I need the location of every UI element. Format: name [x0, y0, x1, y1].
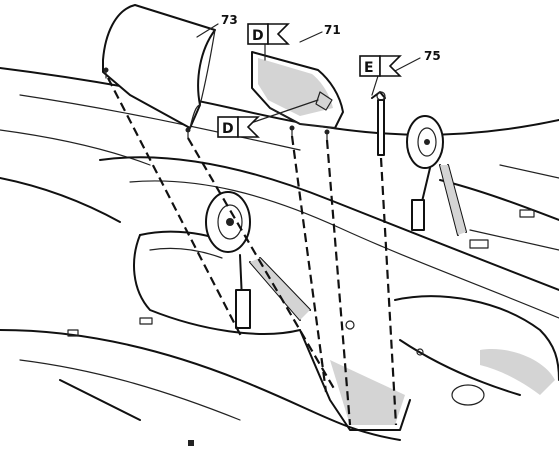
fuselage-panel-line — [129, 180, 559, 319]
panel-mark-4 — [519, 209, 535, 218]
door-73-lip — [189, 104, 201, 129]
flag-d-top-letter: D — [252, 28, 264, 44]
left-brace-shading — [250, 258, 310, 320]
right-landing-gear — [406, 115, 467, 236]
door-73-edge — [199, 29, 216, 106]
left-wheel-axle — [226, 218, 234, 226]
left-oleo — [235, 289, 251, 329]
guide-73-left — [107, 77, 243, 339]
panel-mark-3 — [469, 239, 489, 249]
rivet-3 — [188, 440, 194, 446]
right-wheel-hub — [417, 127, 437, 157]
assembly-guides — [107, 77, 398, 426]
left-landing-gear — [205, 191, 311, 329]
leader-flag-e — [371, 75, 379, 96]
rivet-1 — [345, 320, 355, 330]
nacelle-right-lower — [399, 339, 521, 396]
right-wheel-axle — [424, 139, 430, 145]
flag-d-bottom: D — [217, 116, 260, 138]
wing-leading-edge — [0, 67, 559, 136]
door-73-pin-1 — [103, 67, 109, 73]
wing-right-panel-2 — [499, 164, 559, 179]
guide-73-right — [187, 137, 337, 393]
nacelle-left-lower — [133, 234, 301, 335]
leader-75 — [392, 57, 421, 73]
belly-contour — [0, 329, 401, 441]
wing-trailing-edge-left — [0, 177, 121, 223]
panel-mark-1 — [67, 329, 79, 337]
callout-leaders — [196, 23, 421, 125]
rod-75-shaft — [377, 99, 385, 156]
leader-73 — [196, 23, 219, 38]
callout-71: 71 — [324, 23, 341, 37]
guide-71-left — [290, 135, 328, 393]
wing-panel-line-1 — [19, 94, 301, 151]
callout-75: 75 — [424, 49, 441, 63]
aircraft-body — [0, 67, 559, 446]
panel-mark-2 — [139, 317, 153, 325]
nacelle-right-upper — [394, 295, 559, 381]
part-75-retraction-rod — [371, 91, 386, 156]
belly-strake — [59, 379, 141, 421]
flag-d-bottom-pennant — [237, 116, 260, 138]
flag-e-letter: E — [364, 60, 374, 76]
nozzle-outline — [451, 384, 485, 406]
part-73-gear-door — [102, 4, 216, 139]
part-71-inner-door — [251, 51, 344, 141]
flag-d-top-pennant — [267, 23, 290, 45]
guide-71-right — [325, 139, 352, 426]
rod-75-eye — [376, 91, 386, 101]
belly-panel-line — [19, 359, 241, 421]
left-wheel-hub — [217, 204, 243, 240]
door-73-pin-2 — [185, 127, 191, 133]
door-71-pin-1 — [289, 125, 295, 131]
guide-75 — [379, 157, 398, 426]
callout-73: 73 — [221, 13, 238, 27]
flag-d-top: D — [247, 23, 290, 45]
flag-e: E — [359, 55, 402, 77]
wing-right-panel — [469, 229, 559, 251]
leader-71 — [299, 31, 323, 43]
door-73-body — [102, 4, 216, 129]
door-71-pin-2 — [324, 129, 330, 135]
flag-e-pennant — [379, 55, 402, 77]
flag-d-bottom-letter: D — [222, 121, 234, 137]
rivet-2 — [416, 348, 424, 356]
ventral-bay — [299, 329, 411, 431]
leader-flag-d-bottom — [247, 99, 319, 125]
fuselage-upper-contour — [99, 156, 559, 291]
part-numbers: 73 71 75 — [221, 13, 441, 63]
nacelle-left-ring — [149, 247, 223, 259]
nacelle-right-shading — [480, 349, 555, 395]
right-brace-shading — [440, 165, 466, 235]
right-oleo — [411, 199, 425, 231]
wing-panel-line-2 — [0, 129, 151, 166]
